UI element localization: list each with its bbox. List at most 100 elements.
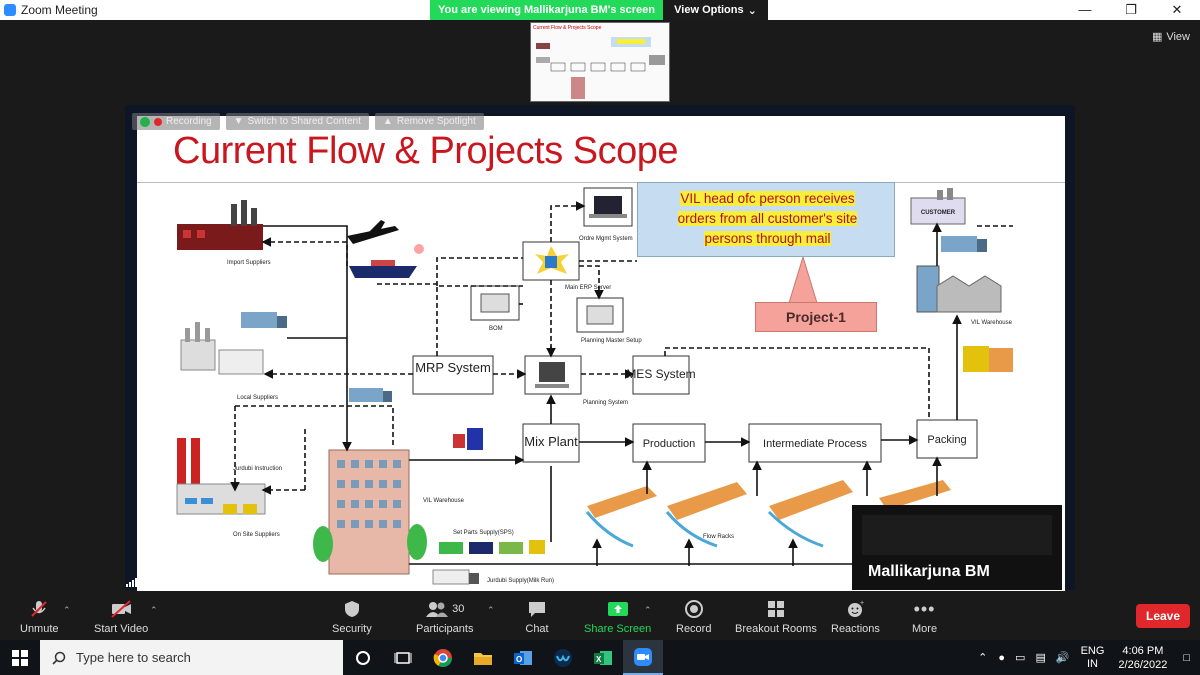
view-button[interactable]: ▦ View: [1151, 30, 1190, 44]
window-controls: — ❐ ✕: [1062, 0, 1200, 20]
start-video-button[interactable]: Start Video: [94, 599, 148, 635]
tray-battery-icon[interactable]: ▭: [1015, 652, 1026, 664]
language-top: ENG: [1080, 644, 1105, 657]
bom-node: [470, 285, 520, 321]
recording-indicator[interactable]: Recording: [132, 113, 220, 130]
shield-icon: [340, 599, 364, 619]
tray-volume-icon[interactable]: 🔊: [1055, 652, 1070, 664]
forklift-icon-middle: [453, 428, 483, 450]
participants-caret-icon[interactable]: ⌃: [487, 605, 495, 615]
more-button[interactable]: ••• More: [912, 599, 938, 636]
customer-label: CUSTOMER: [921, 210, 956, 216]
share-options-caret-icon[interactable]: ⌃: [644, 605, 652, 615]
taskbar-outlook-app[interactable]: O: [503, 640, 543, 675]
zoom-app-icon: [4, 4, 16, 16]
clock-date: 2/26/2022: [1118, 658, 1168, 671]
share-screen-button[interactable]: Share Screen: [584, 599, 651, 635]
windows-start-button[interactable]: [0, 640, 40, 675]
taskbar-excel-app[interactable]: X: [583, 640, 623, 675]
thumbnail-diagram-icon: [536, 37, 665, 99]
pin-icon: ▼: [233, 116, 244, 127]
flow-racks-icon: [585, 480, 951, 548]
chat-button[interactable]: Chat: [525, 599, 549, 635]
shared-screen-thumbnail[interactable]: Current Flow & Projects Scope: [530, 22, 670, 102]
maximize-icon[interactable]: ❐: [1125, 2, 1137, 17]
customer-truck-icon: [941, 236, 987, 252]
unmute-button[interactable]: Unmute: [20, 599, 59, 635]
signal-bars-icon: [126, 578, 137, 587]
minimize-icon[interactable]: —: [1078, 2, 1092, 17]
cortana-button[interactable]: [343, 640, 383, 675]
taskbar-search-box[interactable]: Type here to search: [40, 640, 343, 675]
chat-bubble-icon: [525, 599, 549, 619]
speaker-video-feed: [862, 515, 1052, 555]
ship-icon: [349, 260, 417, 278]
tray-microphone-icon[interactable]: ●: [998, 651, 1006, 664]
packing-node: [916, 419, 978, 459]
close-icon[interactable]: ✕: [1171, 2, 1183, 17]
reactions-button[interactable]: + Reactions: [831, 599, 880, 635]
shield-check-icon: [140, 116, 150, 127]
taskbar-chrome-app[interactable]: [423, 640, 463, 675]
import-suppliers-label: Import Suppliers: [227, 260, 271, 266]
callout-text: VIL head ofc person receives orders from…: [677, 191, 858, 246]
tray-expand-caret-icon[interactable]: ⌃: [978, 652, 988, 664]
breakout-rooms-button[interactable]: Breakout Rooms: [735, 599, 817, 635]
notifications-icon[interactable]: □: [1183, 651, 1190, 664]
main-erp-server-node: [522, 241, 580, 281]
share-banner: You are viewing Mallikarjuna BM's screen…: [430, 0, 768, 20]
search-placeholder: Type here to search: [76, 650, 191, 665]
grid-view-icon: ▦: [1151, 31, 1163, 43]
mrp-label: MRP System: [415, 360, 491, 375]
on-site-suppliers-label: On Site Suppliers: [233, 532, 280, 538]
language-indicator[interactable]: ENG IN: [1081, 645, 1105, 671]
bom-label: BOM: [489, 326, 503, 332]
breakout-rooms-label: Breakout Rooms: [735, 623, 817, 635]
switch-shared-content-label: Switch to Shared Content: [247, 116, 361, 127]
network-label: BCC&I: [140, 577, 171, 588]
taskbar-clock[interactable]: 4:06 PM 2/26/2022: [1118, 644, 1167, 672]
dashed-info-arrows: [230, 201, 1013, 495]
airplane-icon: [347, 220, 399, 244]
local-suppliers-factory-icon: [180, 322, 264, 375]
taskbar-file-explorer-app[interactable]: [463, 640, 503, 675]
thumbnail-title: Current Flow & Projects Scope: [533, 25, 602, 31]
tray-network-icon[interactable]: ▤: [1035, 652, 1046, 664]
callout-pointer-icon: [788, 257, 818, 303]
set-parts-label: Set Parts Supply(SPS): [453, 530, 514, 536]
unmute-label: Unmute: [20, 623, 59, 635]
slide-title: Current Flow & Projects Scope: [173, 130, 679, 172]
search-icon: [52, 651, 66, 665]
vil-warehouse-building-icon: [313, 449, 427, 575]
spotlight-icon: ▲: [382, 116, 393, 127]
participants-button[interactable]: 30 Participants: [416, 599, 473, 635]
language-bottom: IN: [1086, 657, 1098, 670]
speaker-video-tile[interactable]: Mallikarjuna BM: [852, 505, 1062, 590]
windows-taskbar: Type here to search O X ⌃ ● ▭ ▤ 🔊 ENG IN…: [0, 640, 1200, 675]
leave-button[interactable]: Leave: [1136, 604, 1190, 628]
webex-icon: [554, 648, 572, 667]
import-suppliers-factory-icon: [177, 200, 263, 250]
mix-plant-label: Mix Plant: [524, 434, 578, 449]
microphone-muted-icon: [27, 599, 51, 619]
solid-flow-arrows: [263, 222, 1037, 566]
audio-options-caret-icon[interactable]: ⌃: [63, 605, 71, 615]
chat-label: Chat: [525, 623, 549, 635]
production-node: [632, 423, 706, 463]
remove-spotlight-button[interactable]: ▲ Remove Spotlight: [374, 113, 484, 130]
speaker-name: Mallikarjuna BM: [868, 563, 990, 580]
record-dot-icon: [154, 117, 162, 126]
view-label: View: [1166, 30, 1190, 43]
taskbar-zoom-app[interactable]: [623, 640, 663, 675]
taskbar-webex-app[interactable]: [543, 640, 583, 675]
flow-racks-label: Flow Racks: [703, 534, 734, 540]
record-button[interactable]: Record: [676, 599, 711, 635]
view-options-button[interactable]: View Options ⌄: [663, 0, 768, 20]
security-button[interactable]: Security: [332, 599, 372, 635]
task-view-button[interactable]: [383, 640, 423, 675]
switch-shared-content-button[interactable]: ▼ Switch to Shared Content: [225, 113, 369, 130]
clock-time: 4:06 PM: [1122, 644, 1164, 657]
video-options-caret-icon[interactable]: ⌃: [150, 605, 158, 615]
participants-count: 30: [452, 603, 465, 615]
more-label: More: [912, 623, 938, 635]
